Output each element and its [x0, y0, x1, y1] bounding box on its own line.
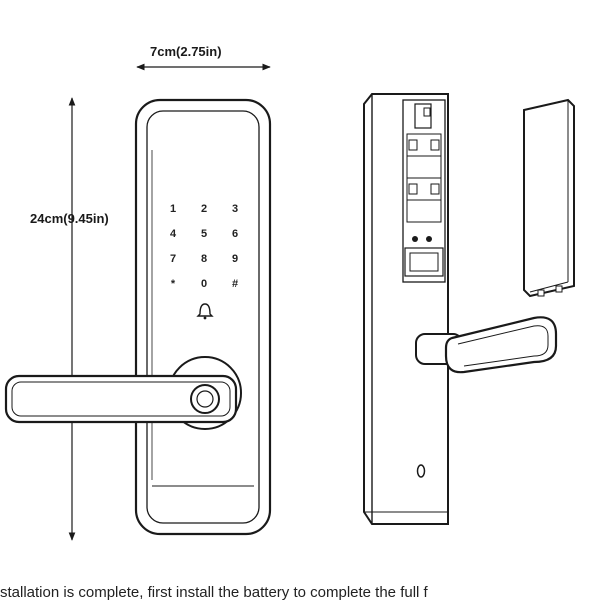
- keypad-key: #: [232, 278, 238, 290]
- keypad-key: 8: [201, 253, 207, 265]
- keypad-key: 4: [170, 228, 177, 240]
- keypad-key: 3: [232, 203, 238, 215]
- height-dimension-label: 24cm(9.45in): [30, 211, 109, 226]
- side-body: [363, 93, 449, 525]
- front-handle: [4, 356, 242, 430]
- keypad: 1 2 3 4 5 6 7 8 9 * 0 #: [170, 203, 238, 290]
- keypad-key: 0: [201, 278, 207, 290]
- battery-cover: [523, 98, 575, 298]
- caption-text: stallation is complete, first install th…: [0, 584, 428, 600]
- keypad-key: 6: [232, 228, 238, 240]
- lock-side-view: [363, 93, 449, 525]
- keypad-key: 2: [201, 203, 207, 215]
- keypad-key: *: [171, 278, 176, 290]
- keypad-key: 7: [170, 253, 176, 265]
- keyhole-icon: [416, 464, 426, 478]
- fingerprint-icon: [190, 384, 220, 414]
- keypad-key: 5: [201, 228, 207, 240]
- side-handle: [415, 316, 558, 374]
- lever-handle: [4, 374, 238, 424]
- keypad-key: 9: [232, 253, 238, 265]
- front-panel-inner: [146, 110, 260, 524]
- battery-compartment: [402, 99, 446, 283]
- lock-front-view: [134, 98, 272, 536]
- width-dimension-label: 7cm(2.75in): [150, 44, 222, 59]
- front-panel-outer: [134, 98, 272, 536]
- doorbell-icon: [196, 303, 214, 320]
- keypad-key: 1: [170, 203, 176, 215]
